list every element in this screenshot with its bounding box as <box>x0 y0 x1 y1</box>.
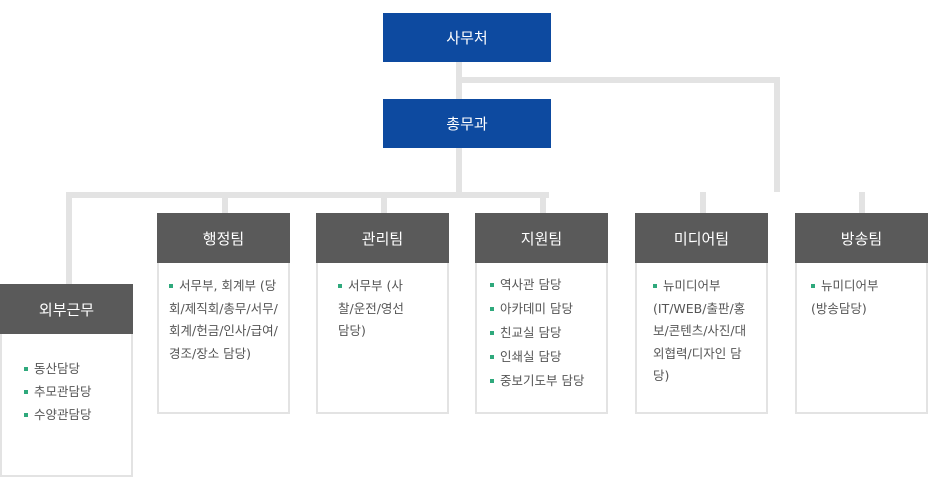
connector-drop-support <box>540 192 546 214</box>
team-manage: 관리팀 서무부 (사찰/운전/영선 담당) <box>316 213 449 414</box>
connector-top-right <box>456 77 780 83</box>
list-item: 수양관담당 <box>24 403 127 426</box>
bullet-icon <box>24 389 28 394</box>
list-item: 뉴미디어부 (IT/WEB/출판/홍보/콘텐츠/사진/대외협력/디자인 담당) <box>653 278 747 383</box>
connector-branch-horizontal <box>66 192 549 198</box>
bullet-icon <box>490 379 494 383</box>
list-item: 친교실 담당 <box>490 321 602 345</box>
team-broadcast-header: 방송팀 <box>795 213 928 263</box>
team-broadcast-list: 뉴미디어부 (방송담당) <box>811 275 922 320</box>
team-support-title: 지원팀 <box>520 229 563 248</box>
bullet-icon <box>24 366 28 371</box>
team-media-title: 미디어팀 <box>673 229 730 248</box>
org-general-affairs: 총무과 <box>383 99 551 148</box>
team-admin-header: 행정팀 <box>157 213 290 263</box>
team-admin-list: 서무부, 회계부 (당회/제직회/총무/서무/회계/헌금/인사/급여/경조/장소… <box>169 275 284 365</box>
connector-drop-manage <box>381 192 387 214</box>
team-support-header: 지원팀 <box>475 213 608 263</box>
team-media: 미디어팀 뉴미디어부 (IT/WEB/출판/홍보/콘텐츠/사진/대외협력/디자인… <box>635 213 768 414</box>
team-external-list: 동산담당 추모관담당 수양관담당 <box>24 357 127 426</box>
connector-drop-broadcast <box>859 192 865 214</box>
list-item: 역사관 담당 <box>490 273 602 297</box>
team-broadcast-title: 방송팀 <box>840 229 883 248</box>
list-item: 중보기도부 담당 <box>490 369 602 393</box>
bullet-icon <box>24 412 28 417</box>
connector-drop-admin <box>222 192 228 214</box>
list-item: 서무부, 회계부 (당회/제직회/총무/서무/회계/헌금/인사/급여/경조/장소… <box>169 278 278 361</box>
org-top-office: 사무처 <box>383 13 551 62</box>
team-admin-title: 행정팀 <box>202 229 245 248</box>
connector-right-down <box>774 77 780 192</box>
bullet-icon <box>338 284 342 288</box>
bullet-icon <box>490 283 494 287</box>
team-external-title: 외부근무 <box>38 300 95 319</box>
team-manage-title: 관리팀 <box>361 229 404 248</box>
list-item: 인쇄실 담당 <box>490 345 602 369</box>
team-media-header: 미디어팀 <box>635 213 768 263</box>
team-manage-header: 관리팀 <box>316 213 449 263</box>
list-item: 서무부 (사찰/운전/영선 담당) <box>338 278 404 338</box>
org-top-office-label: 사무처 <box>446 29 488 47</box>
bullet-icon <box>490 331 494 335</box>
bullet-icon <box>490 307 494 311</box>
connector-drop-external <box>66 192 72 286</box>
team-support-list: 역사관 담당 아카데미 담당 친교실 담당 인쇄실 담당 중보기도부 담당 <box>490 273 602 393</box>
bullet-icon <box>811 284 815 288</box>
bullet-icon <box>490 355 494 359</box>
connector-drop-media <box>700 192 706 214</box>
list-item: 동산담당 <box>24 357 127 380</box>
org-general-affairs-label: 총무과 <box>446 115 488 133</box>
team-external: 외부근무 동산담당 추모관담당 수양관담당 <box>0 284 133 477</box>
connector-mid-down <box>456 147 462 195</box>
team-manage-list: 서무부 (사찰/운전/영선 담당) <box>338 275 443 343</box>
team-external-header: 외부근무 <box>0 284 133 334</box>
bullet-icon <box>653 284 657 288</box>
team-broadcast: 방송팀 뉴미디어부 (방송담당) <box>795 213 928 414</box>
list-item: 추모관담당 <box>24 380 127 403</box>
team-support: 지원팀 역사관 담당 아카데미 담당 친교실 담당 인쇄실 담당 중보기도부 담… <box>475 213 608 414</box>
team-media-list: 뉴미디어부 (IT/WEB/출판/홍보/콘텐츠/사진/대외협력/디자인 담당) <box>653 275 762 388</box>
bullet-icon <box>169 284 173 288</box>
list-item: 아카데미 담당 <box>490 297 602 321</box>
team-admin: 행정팀 서무부, 회계부 (당회/제직회/총무/서무/회계/헌금/인사/급여/경… <box>157 213 290 414</box>
list-item: 뉴미디어부 (방송담당) <box>811 278 879 316</box>
